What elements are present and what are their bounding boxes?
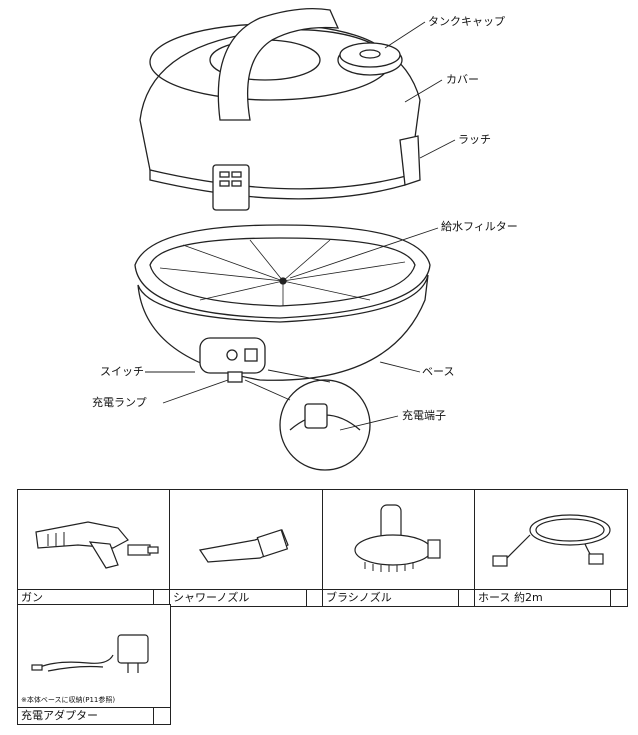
device-illustration (134, 8, 456, 471)
accessory-shower-nozzle: シャワーノズル (169, 489, 324, 607)
accessory-brush-nozzle: ブラシノズル (322, 489, 476, 607)
adapter-image (31, 634, 149, 673)
check-box (610, 590, 627, 606)
callout-latch: ラッチ (458, 133, 491, 146)
check-box (458, 590, 475, 606)
latch-left (212, 164, 250, 211)
callout-base: ベース (422, 365, 455, 378)
check-box (153, 590, 170, 606)
accessory-gun: ガン (17, 489, 171, 607)
adapter-note: ※本体ベースに収納(P11参照) (21, 696, 116, 704)
handle-shape (217, 8, 340, 121)
hose-label: ホース 約2m (478, 591, 543, 604)
accessories-grid: ガン シャワーノズル (17, 489, 628, 725)
adapter-label: 充電アダプター (21, 709, 98, 722)
brush-nozzle-image (354, 504, 441, 572)
shower-nozzle-label: シャワーノズル (173, 591, 250, 604)
latch-right (399, 135, 421, 186)
callout-charge-terminal: 充電端子 (402, 409, 446, 422)
callout-water-filter: 給水フィルター (441, 220, 518, 233)
gun-label: ガン (21, 591, 43, 604)
brush-nozzle-label: ブラシノズル (326, 591, 392, 604)
gun-image (35, 521, 159, 569)
product-diagram: タンクキャップ カバー ラッチ 給水フィルター スイッチ ベース 充電ランプ 充… (92, 8, 518, 471)
shower-nozzle-image (198, 529, 289, 563)
accessory-adapter: ※本体ベースに収納(P11参照) 充電アダプター (17, 604, 171, 725)
callout-cover: カバー (446, 73, 479, 86)
callout-switch: スイッチ (100, 365, 144, 378)
charge-port (227, 371, 243, 383)
callout-tank-cap: タンクキャップ (428, 15, 505, 28)
callout-charge-lamp: 充電ランプ (92, 396, 147, 409)
hose-image (492, 514, 611, 567)
accessory-hose: ホース 約2m (474, 489, 628, 607)
check-box (153, 708, 170, 724)
check-box (306, 590, 323, 606)
